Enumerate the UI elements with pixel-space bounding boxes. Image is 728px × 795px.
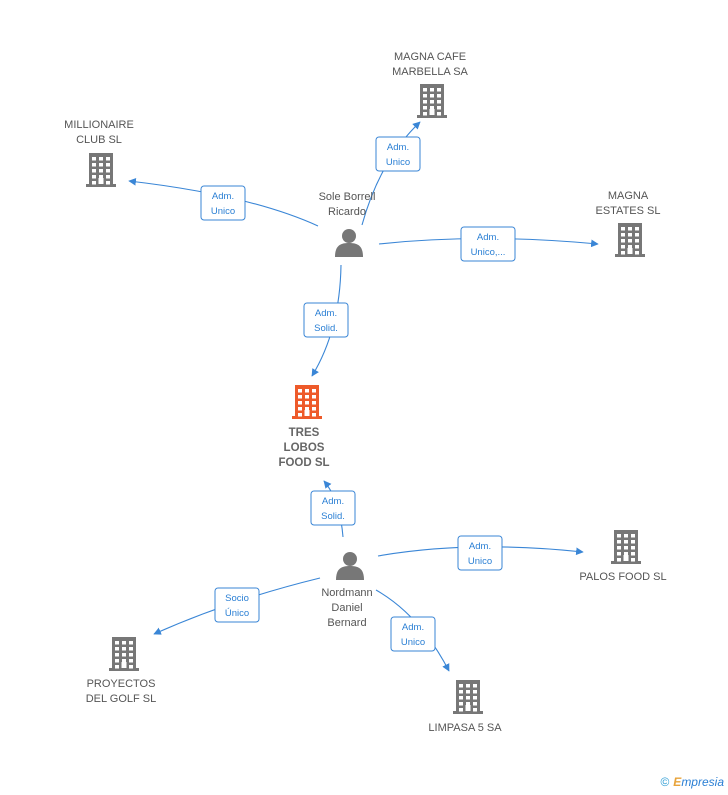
- relation-label-line: Solid.: [314, 323, 338, 334]
- building-icon[interactable]: [453, 680, 483, 714]
- node-label-line: LOBOS: [284, 442, 325, 454]
- node-label-line: FOOD SL: [278, 457, 329, 469]
- relation-label-sole-to-magna_cafe[interactable]: Adm. Unico: [375, 136, 421, 172]
- relation-label-line: Unico: [386, 157, 410, 168]
- node-label-line: CLUB SL: [76, 134, 122, 146]
- node-millionaire[interactable]: MILLIONAIRE CLUB SL: [64, 119, 134, 187]
- node-limpasa[interactable]: LIMPASA 5 SA: [428, 680, 502, 734]
- relation-label-line: Adm.: [322, 496, 344, 507]
- relation-label-sole-to-magna_estates[interactable]: Adm. Unico,...: [460, 226, 516, 262]
- node-label-line: LIMPASA 5 SA: [428, 722, 502, 734]
- node-label-line: PALOS FOOD SL: [579, 571, 666, 583]
- relation-label-line: Unico: [468, 556, 492, 567]
- node-label-line: Daniel: [331, 602, 362, 614]
- brand-initial: E: [673, 775, 682, 789]
- node-label-line: PROYECTOS: [87, 678, 156, 690]
- relation-label-line: Adm.: [387, 142, 409, 153]
- relation-label-line: Adm.: [212, 191, 234, 202]
- brand-name: mpresia: [681, 775, 724, 789]
- relation-label-line: Solid.: [321, 511, 345, 522]
- relation-label-line: Unico: [401, 637, 425, 648]
- person-icon[interactable]: [335, 229, 363, 257]
- node-label-line: Ricardo: [328, 206, 366, 218]
- node-proyectos[interactable]: PROYECTOS DEL GOLF SL: [86, 637, 157, 705]
- building-icon[interactable]: [292, 385, 322, 419]
- node-label-line: ESTATES SL: [595, 205, 660, 217]
- relation-label-line: Socio: [225, 593, 249, 604]
- node-magna_cafe[interactable]: MAGNA CAFE MARBELLA SA: [392, 51, 469, 118]
- relation-label-line: Adm.: [469, 541, 491, 552]
- empresia-logo[interactable]: ©Empresia: [660, 775, 724, 789]
- node-label-line: MARBELLA SA: [392, 66, 468, 78]
- node-label-line: Bernard: [327, 617, 366, 629]
- nodes-layer: Sole BorrellRicardoNordmannDanielBernard…: [64, 51, 666, 734]
- node-palos[interactable]: PALOS FOOD SL: [579, 530, 667, 583]
- node-label-line: MAGNA: [608, 190, 649, 202]
- relation-label-line: Unico,...: [471, 247, 506, 258]
- copyright-symbol: ©: [660, 775, 670, 789]
- building-icon[interactable]: [615, 223, 645, 257]
- node-label-line: MAGNA CAFE: [394, 51, 466, 63]
- node-label-line: TRES: [289, 427, 320, 439]
- relation-label-nord-to-limpasa[interactable]: Adm. Unico: [390, 616, 436, 652]
- relation-label-sole-to-tres[interactable]: Adm. Solid.: [303, 302, 349, 338]
- building-icon[interactable]: [86, 153, 116, 187]
- relation-label-sole-to-millionaire[interactable]: Adm. Unico: [200, 185, 246, 221]
- node-magna_estates[interactable]: MAGNA ESTATES SL: [595, 190, 661, 257]
- relation-label-nord-to-palos[interactable]: Adm. Unico: [457, 535, 503, 571]
- node-label-line: Nordmann: [321, 587, 372, 599]
- person-icon[interactable]: [336, 552, 364, 580]
- building-icon[interactable]: [109, 637, 139, 671]
- node-label-line: Sole Borrell: [319, 191, 376, 203]
- relation-label-line: Adm.: [477, 232, 499, 243]
- node-label-line: MILLIONAIRE: [64, 119, 134, 131]
- relation-label-nord-to-tres[interactable]: Adm. Solid.: [310, 490, 356, 526]
- relation-label-line: Adm.: [315, 308, 337, 319]
- node-tres[interactable]: TRES LOBOS FOOD SL: [278, 385, 330, 469]
- relation-label-line: Único: [225, 608, 249, 619]
- building-icon[interactable]: [611, 530, 641, 564]
- node-label-line: DEL GOLF SL: [86, 693, 157, 705]
- relation-label-line: Adm.: [402, 622, 424, 633]
- relation-label-line: Unico: [211, 206, 235, 217]
- relation-labels-layer: Adm.UnicoAdm.UnicoAdm.Unico,...Adm.Solid…: [200, 136, 516, 652]
- building-icon[interactable]: [417, 84, 447, 118]
